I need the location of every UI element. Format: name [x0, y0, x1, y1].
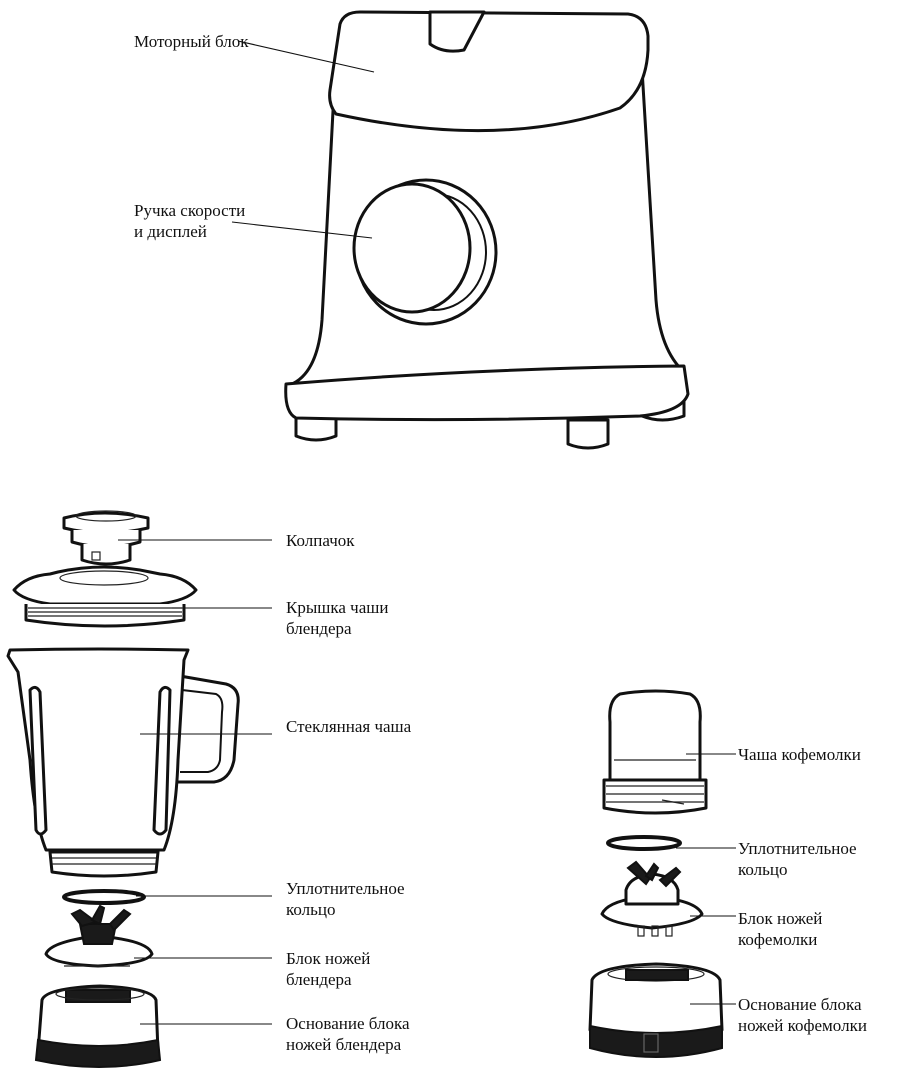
grinder-blade-label: Блок ножей кофемолки — [738, 908, 822, 950]
cap-illustration — [64, 511, 148, 564]
jar-lid-illustration — [14, 567, 196, 626]
motor-unit-illustration — [286, 12, 688, 448]
jar-lid-label: Крышка чаши блендера — [286, 597, 388, 639]
blender-blade-base-illustration — [36, 986, 160, 1067]
cap-label: Колпачок — [286, 530, 355, 551]
grinder-blade-base-illustration — [590, 964, 722, 1057]
glass-jar-illustration — [8, 649, 238, 876]
grinder-seal-ring-label: Уплотнительное кольцо — [738, 838, 857, 880]
motor-unit-label: Моторный блок — [134, 31, 249, 52]
blender-seal-ring-label: Уплотнительное кольцо — [286, 878, 405, 920]
speed-knob-label: Ручка скорости и дисплей — [134, 200, 245, 242]
grinder-cup-label: Чаша кофемолки — [738, 744, 861, 765]
blender-blade-illustration — [46, 906, 152, 966]
grinder-seal-ring-illustration — [608, 837, 680, 849]
grinder-blade-base-label: Основание блока ножей кофемолки — [738, 994, 867, 1036]
grinder-blade-illustration — [602, 862, 702, 936]
blender-blade-label: Блок ножей блендера — [286, 948, 370, 990]
grinder-cup-illustration — [604, 691, 706, 813]
blender-blade-base-label: Основание блока ножей блендера — [286, 1013, 410, 1055]
blender-seal-ring-illustration — [64, 891, 144, 903]
glass-jar-label: Стеклянная чаша — [286, 716, 411, 737]
